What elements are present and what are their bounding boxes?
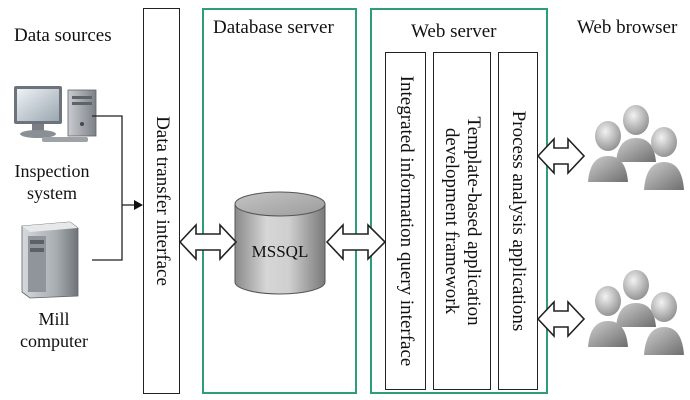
double-arrow-webserver-browser-bottom xyxy=(536,299,586,339)
heading-database-server: Database server xyxy=(213,17,334,38)
database-server-container xyxy=(202,8,357,394)
data-transfer-interface: Data transfer interface xyxy=(143,8,180,394)
double-arrow-interface-db xyxy=(178,222,238,262)
mill-computer-label: Mill computer xyxy=(20,309,88,351)
user-group-icon xyxy=(588,270,684,355)
heading-data-sources: Data sources xyxy=(14,25,112,46)
template-framework-box: Template-based application development f… xyxy=(433,52,491,390)
mssql-label: MSSQL xyxy=(251,242,309,261)
double-arrow-db-webserver xyxy=(325,222,387,262)
inspection-system-label: Inspection system xyxy=(14,161,90,203)
integrated-query-interface-box: Integrated information query interface xyxy=(385,52,426,390)
heading-web-server: Web server xyxy=(411,21,497,42)
process-analysis-box: Process analysis applications xyxy=(498,52,538,390)
database-cylinder-icon xyxy=(234,191,326,295)
server-tower-icon xyxy=(21,221,79,299)
double-arrow-webserver-browser-top xyxy=(536,136,586,176)
desktop-computer-icon xyxy=(14,86,97,142)
web-server-container xyxy=(370,8,548,394)
heading-web-browser: Web browser xyxy=(577,17,678,38)
user-group-icon xyxy=(588,105,684,190)
